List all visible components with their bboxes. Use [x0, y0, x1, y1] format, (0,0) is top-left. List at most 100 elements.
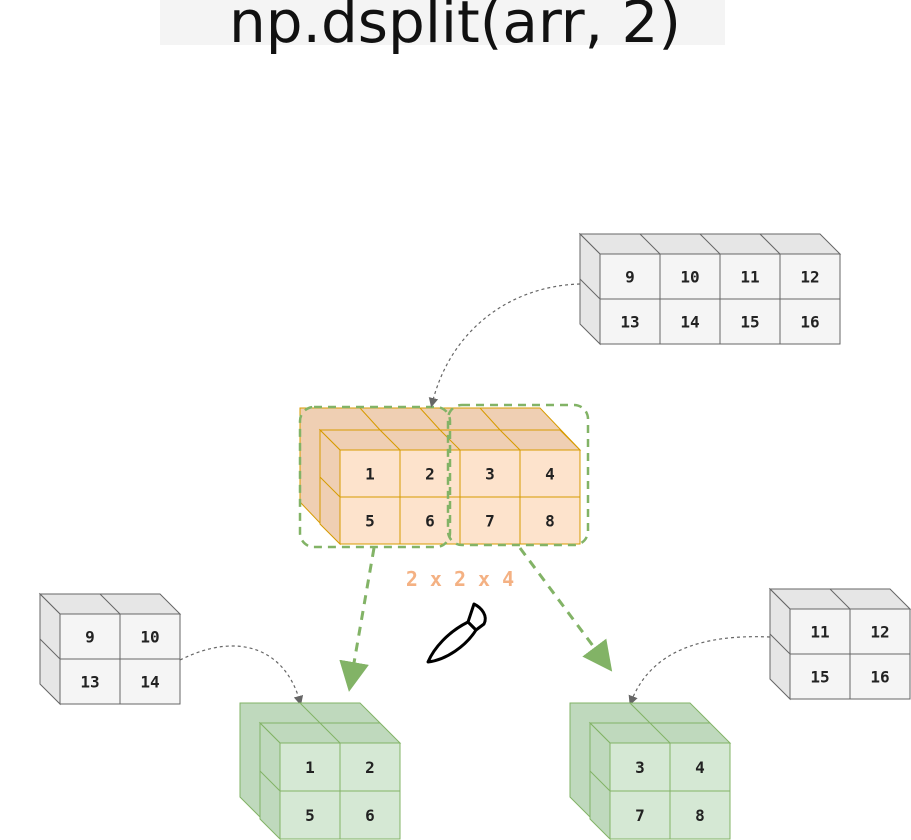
right-back-layer-annotation-cell-label: 16: [870, 668, 889, 687]
left-back-layer-annotation-cell: 10: [119, 613, 181, 660]
right-back-layer-annotation-cell-label: 12: [870, 623, 889, 642]
source-back-layer-annotation-cell: 15: [719, 298, 781, 345]
source-back-layer-annotation-cell-box: [719, 298, 781, 345]
source-back-layer-annotation-cell: 11: [719, 253, 781, 300]
split-part-1-cell: 6: [339, 790, 401, 840]
source-back-layer-annotation: 9 10 11 12 13 14 15 16: [578, 232, 842, 346]
source-back-layer-annotation-cell-box: [659, 298, 721, 345]
split-part-1-cell-box: [339, 790, 401, 840]
source-back-layer-annotation-cell: 12: [779, 253, 841, 300]
source-array-cell: 4: [519, 449, 581, 498]
split-part-2-cell-label: 4: [695, 758, 705, 777]
source-array-cell-box: [339, 496, 401, 545]
source-array-cell: 3: [459, 449, 521, 498]
left-back-layer-annotation-side-divider: [39, 638, 61, 660]
back-layer-arrow-top: [428, 283, 581, 408]
split-part-2-cell-box: [669, 790, 731, 840]
source-array-cell-label: 3: [485, 465, 495, 484]
source-array-cell-box: [519, 449, 581, 498]
split-part-1-cell-box: [279, 742, 341, 792]
split-part-1-top-divider: [319, 722, 341, 744]
split-outline-left: [298, 405, 452, 549]
source-array-cell-label: 6: [425, 512, 435, 531]
left-back-layer-annotation-cell: 14: [119, 658, 181, 705]
source-back-layer-annotation-cell-label: 10: [680, 268, 699, 287]
right-back-layer-annotation-cell-box: [789, 608, 851, 655]
split-part-1-cell: 1: [279, 742, 341, 792]
source-array-back-divider: [479, 407, 501, 431]
source-array-cell-label: 7: [485, 512, 495, 531]
split-part-2-cell-label: 3: [635, 758, 645, 777]
source-back-layer-annotation-cell-label: 9: [625, 268, 635, 287]
source-array-cell-box: [459, 449, 521, 498]
back-layer-arrow-left: [179, 645, 304, 706]
right-back-layer-annotation-cell-box: [789, 653, 851, 700]
split-part-2-cell-label: 8: [695, 806, 705, 825]
split-part-1-side-divider: [259, 770, 281, 792]
split-part-2-cell: 3: [609, 742, 671, 792]
left-back-layer-annotation-cell-label: 10: [140, 628, 159, 647]
right-back-layer-annotation-cell: 12: [849, 608, 911, 655]
source-back-layer-annotation-cell: 13: [599, 298, 661, 345]
source-array-top-divider: [439, 429, 461, 451]
left-back-layer-annotation-cell-label: 9: [85, 628, 95, 647]
source-back-layer-annotation-top-divider: [639, 233, 661, 255]
left-back-layer-annotation-cell-box: [119, 613, 181, 660]
source-back-layer-annotation-cell-box: [779, 298, 841, 345]
source-back-layer-annotation-side-divider: [579, 278, 601, 300]
source-back-layer-annotation-cell-box: [599, 253, 661, 300]
split-part-2-cell: 7: [609, 790, 671, 840]
split-part-2-cell-label: 7: [635, 806, 645, 825]
source-array-cell-label: 1: [365, 465, 375, 484]
right-back-layer-annotation-cell-label: 11: [810, 623, 829, 642]
source-back-layer-annotation-cell-label: 14: [680, 313, 699, 332]
source-array-top-divider: [499, 429, 521, 451]
source-back-layer-annotation-cell-label: 12: [800, 268, 819, 287]
source-back-layer-annotation-cell-label: 16: [800, 313, 819, 332]
split-part-2: 3 4 7 8: [588, 721, 732, 840]
knife-blade: [426, 620, 478, 664]
left-back-layer-annotation-cell: 13: [59, 658, 121, 705]
right-back-layer-annotation-cell: 11: [789, 608, 851, 655]
source-back-layer-annotation-cell-label: 11: [740, 268, 759, 287]
left-back-layer-annotation-cell-box: [59, 658, 121, 705]
source-array-cell-label: 8: [545, 512, 555, 531]
split-part-2-side-divider: [589, 770, 611, 792]
left-back-layer-annotation-cell-box: [119, 658, 181, 705]
source-back-layer-annotation-cell-label: 15: [740, 313, 759, 332]
source-back-layer-annotation-cell-box: [779, 253, 841, 300]
source-back-layer-annotation-cell-box: [719, 253, 781, 300]
source-back-layer-annotation-cell: 16: [779, 298, 841, 345]
split-part-1-cell-label: 1: [305, 758, 315, 777]
knife-icon: [426, 602, 487, 664]
source-back-layer-annotation-cell: 9: [599, 253, 661, 300]
source-array-back-divider: [359, 407, 381, 431]
source-array-cell: 7: [459, 496, 521, 545]
split-arrow-right: [518, 547, 613, 672]
source-back-layer-annotation-top-divider: [759, 233, 781, 255]
page-title: np.dsplit(arr, 2): [229, 0, 681, 56]
split-part-2-cell: 4: [669, 742, 731, 792]
source-array-cell-box: [519, 496, 581, 545]
shape-label: 2 x 2 x 4: [406, 567, 514, 591]
right-back-layer-annotation-cell: 16: [849, 653, 911, 700]
split-part-1-cell-label: 5: [305, 806, 315, 825]
source-back-layer-annotation-cell-label: 13: [620, 313, 639, 332]
left-back-layer-annotation-cell: 9: [59, 613, 121, 660]
split-outline-right: [446, 403, 590, 547]
source-array-back-divider: [419, 407, 441, 431]
source-array-cell-label: 4: [545, 465, 555, 484]
source-array-top-divider: [379, 429, 401, 451]
source-back-layer-annotation-cell: 14: [659, 298, 721, 345]
source-array-side-divider: [319, 476, 341, 498]
split-part-1-cell: 2: [339, 742, 401, 792]
right-back-layer-annotation-top-divider: [829, 588, 851, 610]
right-back-layer-annotation-cell: 15: [789, 653, 851, 700]
source-array-cell-label: 2: [425, 465, 435, 484]
split-arrow-left: [339, 547, 376, 692]
right-back-layer-annotation-cell-label: 15: [810, 668, 829, 687]
